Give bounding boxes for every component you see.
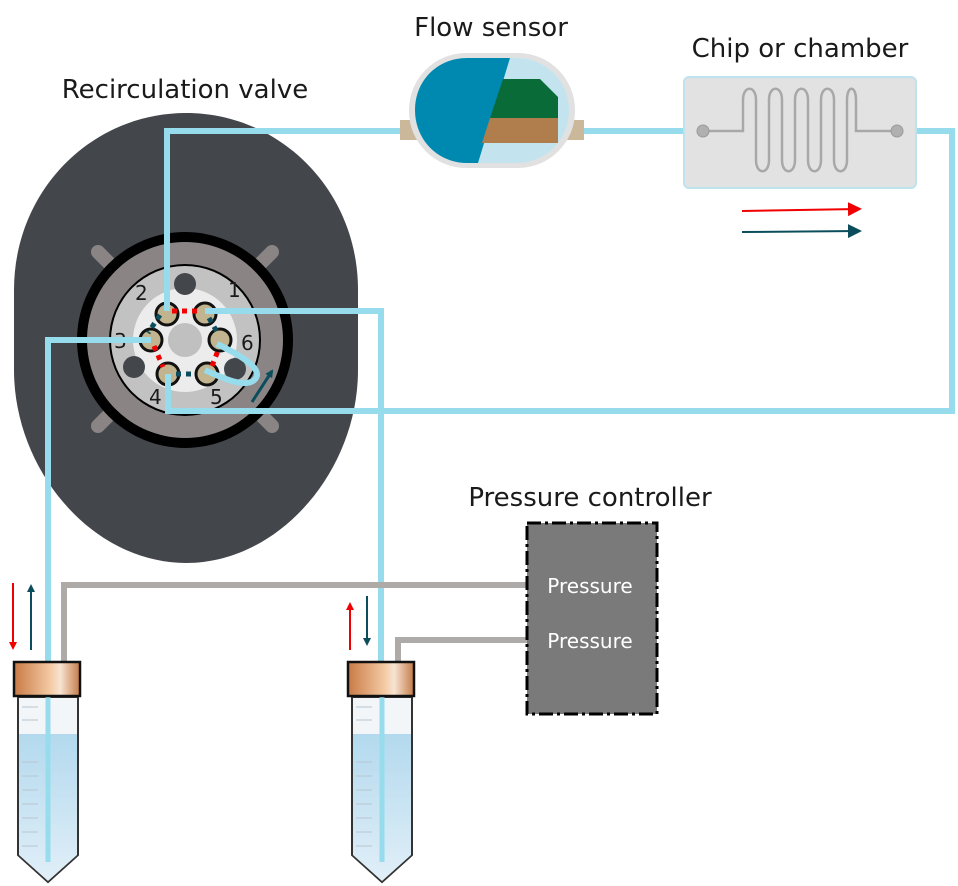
flow-direction-red-arrow-icon — [741, 202, 862, 217]
valve-screw-holes — [123, 273, 246, 380]
pressure-lines — [61, 582, 528, 664]
controller-box — [525, 521, 659, 716]
rotation-arrow-icon — [250, 369, 274, 403]
chip-inlet — [696, 124, 710, 138]
pressure-output-2[interactable]: Pressure — [547, 629, 632, 653]
chip-outlet — [890, 124, 904, 138]
chip-body — [683, 76, 917, 189]
sensor-blue-segment — [415, 58, 510, 163]
pressure-output-1[interactable]: Pressure — [547, 574, 632, 598]
port-label-5: 5 — [210, 385, 223, 409]
serpentine-channel — [703, 87, 897, 173]
reservoir-cap — [346, 660, 416, 698]
loop-tube-5-6 — [203, 341, 260, 386]
chip-label: Chip or chamber — [692, 34, 909, 64]
reservoir-cap — [12, 660, 82, 698]
pressure-controller[interactable]: Pressure Pressure — [525, 521, 659, 716]
port-label-1: 1 — [228, 278, 241, 302]
pressure-controller-label: Pressure controller — [468, 483, 712, 513]
channel-red-3-4 — [151, 345, 166, 368]
sensor-green-segment — [490, 79, 558, 118]
tube-chip-return-to-port4 — [165, 128, 955, 414]
flow-sensor[interactable] — [400, 53, 584, 168]
reservoir-1[interactable] — [9, 583, 82, 884]
sensor-brown-segment — [482, 118, 558, 143]
valve-channels — [145, 308, 222, 377]
reservoir-2[interactable] — [346, 596, 416, 884]
chip-or-chamber[interactable] — [683, 76, 917, 189]
valve-label: Recirculation valve — [62, 75, 308, 105]
tube-port2-to-sensor — [164, 128, 410, 311]
flow-sensor-label: Flow sensor — [414, 13, 568, 43]
channel-red-5-6 — [209, 347, 222, 367]
graduations — [356, 706, 372, 847]
channel-teal-1-6 — [206, 316, 220, 334]
graduations — [22, 706, 38, 847]
air-line-reservoir2 — [395, 637, 528, 664]
flow-direction-teal-arrow-icon — [741, 224, 862, 239]
port-label-4: 4 — [149, 385, 162, 409]
channel-teal-2-3 — [145, 313, 163, 335]
air-line-reservoir1 — [61, 582, 528, 664]
port-label-6: 6 — [241, 331, 254, 355]
valve-hub — [168, 323, 202, 357]
port-label-2: 2 — [135, 281, 148, 305]
